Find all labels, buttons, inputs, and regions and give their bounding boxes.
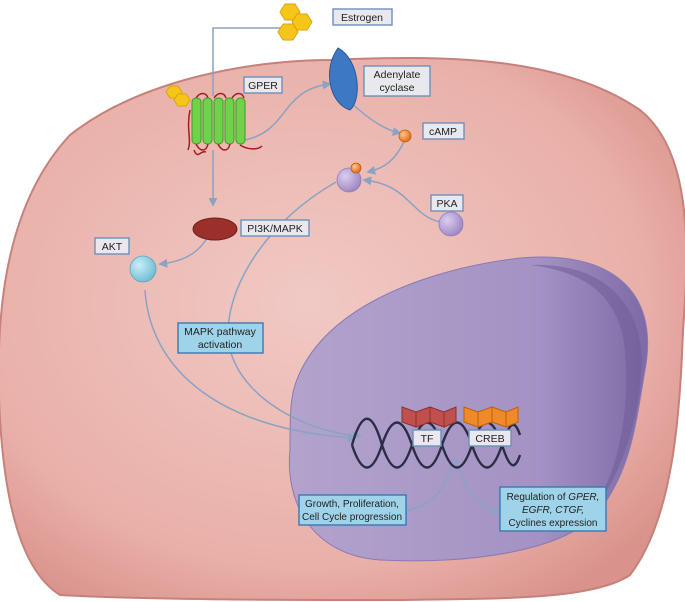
growth-outcome-label: Growth, Proliferation, Cell Cycle progre… bbox=[298, 494, 407, 526]
mapk-pathway-label: MAPK pathway activation bbox=[177, 322, 264, 354]
estrogen-label: Estrogen bbox=[332, 8, 393, 26]
pi3k-mapk-icon bbox=[192, 217, 238, 241]
arrow-camp-to-pka-complex bbox=[366, 141, 405, 175]
svg-text:TF: TF bbox=[421, 433, 434, 445]
regulation-line-1: Regulation of GPER, bbox=[507, 492, 600, 503]
pi3k-mapk-label: PI3K/MAPK bbox=[240, 219, 310, 237]
svg-text:cAMP: cAMP bbox=[429, 126, 457, 138]
gper-label: GPER bbox=[243, 76, 283, 94]
svg-text:PI3K/MAPK: PI3K/MAPK bbox=[247, 223, 302, 235]
svg-text:CREB: CREB bbox=[475, 433, 504, 445]
svg-text:Estrogen: Estrogen bbox=[341, 12, 383, 24]
regulation-outcome-label: Regulation of GPER, EGFR, CTGF, Cyclines… bbox=[499, 486, 607, 532]
svg-text:GPER: GPER bbox=[248, 80, 278, 92]
svg-text:MAPK pathway: MAPK pathway bbox=[184, 326, 257, 338]
svg-text:cyclase: cyclase bbox=[379, 82, 414, 94]
adenylate-cyclase-icon bbox=[329, 47, 358, 111]
arrow-dna-to-growth bbox=[398, 457, 453, 516]
svg-text:Cell Cycle progression: Cell Cycle progression bbox=[302, 512, 402, 523]
svg-text:Growth, Proliferation,: Growth, Proliferation, bbox=[305, 499, 399, 510]
creb-label: CREB bbox=[468, 429, 512, 447]
creb-icon bbox=[463, 406, 519, 428]
arrow-estrogen-to-gper bbox=[212, 27, 281, 96]
regulation-line-3: Cyclines expression bbox=[509, 518, 598, 529]
arrow-adenylate-to-camp bbox=[349, 101, 402, 136]
gper-receptor-icon bbox=[187, 92, 263, 156]
svg-text:AKT: AKT bbox=[102, 241, 123, 253]
camp-icon bbox=[398, 129, 412, 143]
adenylate-cyclase-label: Adenylate cyclase bbox=[363, 65, 431, 97]
tf-label: TF bbox=[412, 429, 442, 447]
svg-text:PKA: PKA bbox=[436, 198, 457, 210]
svg-text:activation: activation bbox=[198, 339, 243, 351]
regulation-line-2: EGFR, CTGF, bbox=[522, 505, 584, 516]
estrogen-hexagon-icon bbox=[277, 3, 313, 41]
pka-icon bbox=[438, 211, 464, 237]
pka-label: PKA bbox=[430, 194, 464, 212]
estrogen-bound-icon bbox=[165, 85, 191, 107]
tf-icon bbox=[401, 406, 457, 428]
arrow-akt-to-dna bbox=[144, 289, 357, 443]
pka-camp-complex-icon bbox=[336, 162, 362, 193]
camp-label: cAMP bbox=[422, 122, 465, 140]
arrow-gper-to-adenylate bbox=[244, 80, 332, 141]
akt-icon bbox=[129, 255, 157, 283]
arrow-pka-to-complex bbox=[362, 176, 441, 223]
svg-text:Adenylate: Adenylate bbox=[374, 69, 421, 81]
akt-label: AKT bbox=[94, 237, 130, 255]
